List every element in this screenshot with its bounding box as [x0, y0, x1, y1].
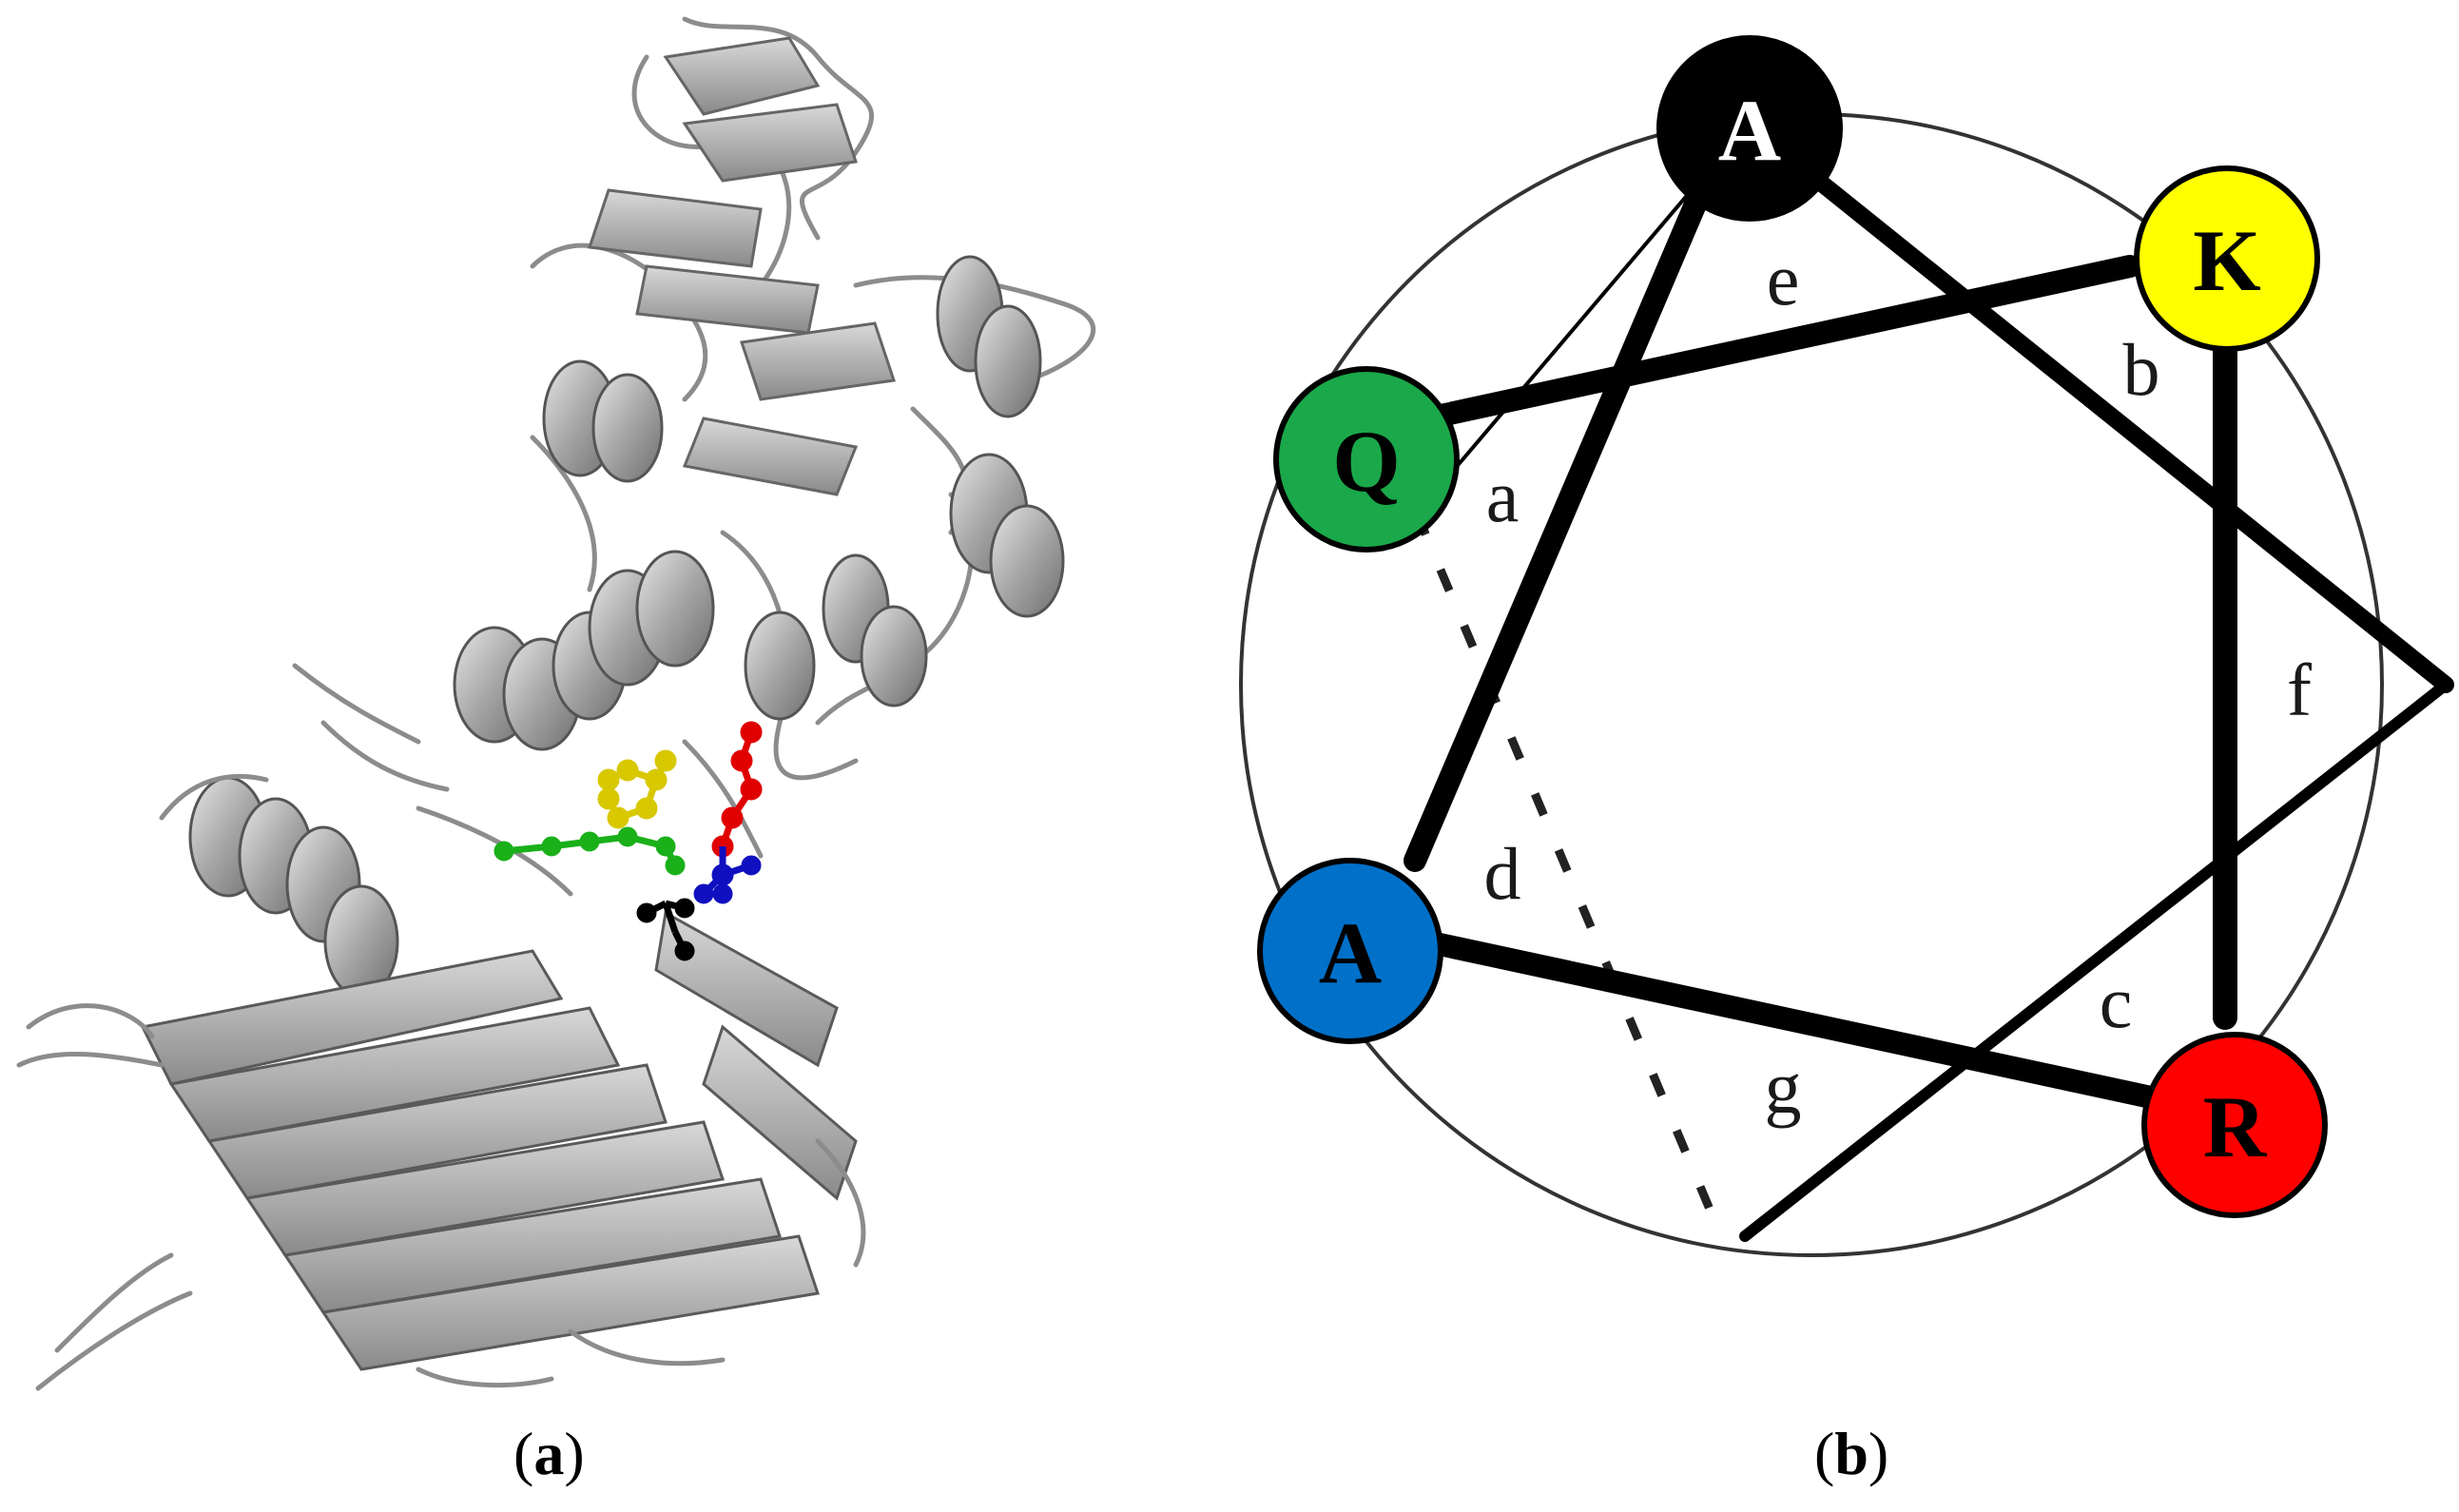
residue-K: K	[2134, 165, 2320, 352]
middle-helices	[188, 550, 816, 998]
ligand-black	[636, 898, 695, 961]
position-label-f: f	[2287, 649, 2312, 731]
caption-a: (a)	[513, 1420, 585, 1487]
residue-R: R	[2141, 1032, 2328, 1218]
protein-ribbon-structure	[16, 16, 1096, 1391]
position-label-d: d	[1484, 832, 1521, 915]
helical-wheel: A K Q A R e b a f d c g	[1239, 35, 2454, 1257]
dashed-connector	[1412, 512, 1726, 1238]
lower-domain-sheet	[140, 910, 858, 1371]
ligand-green	[494, 826, 686, 876]
helix-connections	[1372, 125, 2454, 1242]
residue-Q: Q	[1273, 366, 1460, 552]
upper-domain-sheets	[587, 36, 896, 496]
residue-label: A	[1718, 82, 1781, 179]
residue-circle	[1257, 858, 1443, 1044]
ligand-blue	[693, 846, 762, 904]
lower-domain-loops	[16, 1003, 866, 1391]
residue-A-left: A	[1257, 858, 1443, 1044]
caption-a-letter: a	[533, 1420, 565, 1487]
position-label-g: g	[1765, 1046, 1802, 1129]
caption-b: (b)	[1814, 1420, 1889, 1487]
upper-domain-helices	[542, 255, 1065, 708]
ligand-red	[711, 721, 763, 858]
residue-circle	[1273, 366, 1460, 552]
residue-A-top: A	[1656, 35, 1843, 222]
residue-label: Q	[1332, 413, 1401, 510]
residue-circle	[2134, 165, 2320, 352]
residue-label: K	[2193, 212, 2261, 309]
position-label-c: c	[2100, 960, 2133, 1043]
residue-circle	[2141, 1032, 2328, 1218]
residue-label: R	[2203, 1078, 2268, 1175]
position-label-a: a	[1486, 455, 1520, 537]
residue-circle	[1656, 35, 1843, 222]
position-label-e: e	[1767, 238, 1800, 320]
caption-b-letter: b	[1834, 1420, 1868, 1487]
ligand-yellow	[597, 749, 677, 829]
position-label-b: b	[2123, 328, 2160, 411]
residue-label: A	[1319, 904, 1382, 1001]
